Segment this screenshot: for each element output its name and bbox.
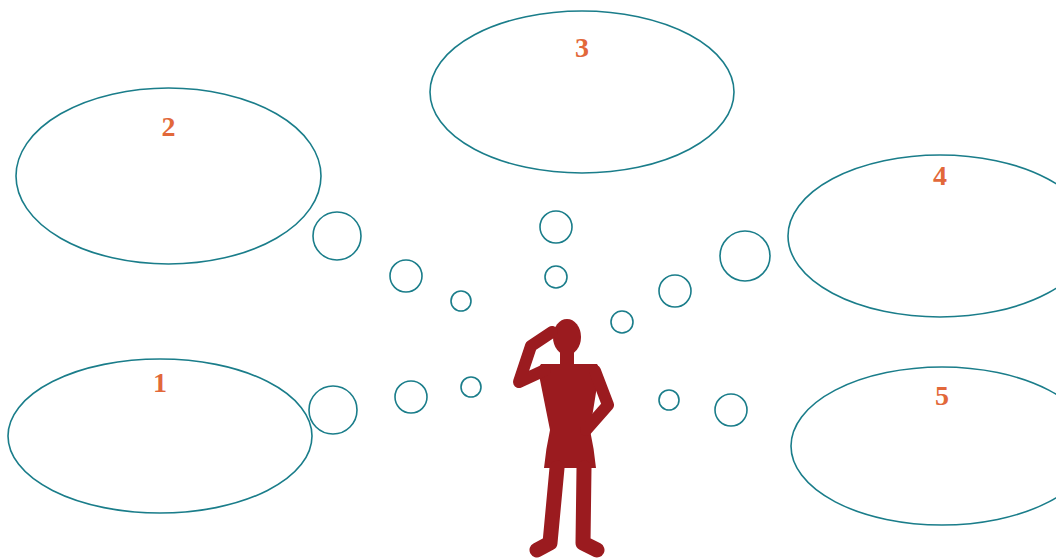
trail-circle: [451, 291, 471, 311]
trail-circle: [545, 266, 567, 288]
bubble-outline: [787, 154, 1056, 318]
bubble-ellipse: [430, 11, 734, 173]
bubble-outline: [790, 366, 1056, 526]
person-hip-arm: [586, 371, 608, 430]
bubble-ellipse: [8, 359, 312, 513]
trail-circle: [461, 377, 481, 397]
trail-circle: [659, 275, 691, 307]
trail-circle: [309, 386, 357, 434]
thought-bubble: 3: [429, 10, 735, 174]
person-head: [553, 319, 581, 355]
person-right-leg: [583, 468, 597, 550]
callout-number: 3: [429, 34, 735, 62]
trail-circle: [390, 260, 422, 292]
bubble-ellipse: [791, 367, 1056, 525]
trail-circle: [395, 381, 427, 413]
person-raised-arm: [519, 332, 552, 382]
trail-circle: [720, 231, 770, 281]
thought-trail-circles: [309, 211, 770, 434]
callout-number: 2: [15, 113, 322, 141]
person-torso: [539, 364, 600, 468]
person-left-leg: [537, 468, 557, 550]
trail-circle: [715, 394, 747, 426]
thought-bubble: 5: [790, 366, 1056, 526]
trail-circle: [659, 390, 679, 410]
bubble-ellipse: [788, 155, 1056, 317]
thinking-person: [519, 319, 608, 550]
thought-bubble: 1: [7, 358, 313, 514]
trail-circle: [611, 311, 633, 333]
trail-circle: [540, 211, 572, 243]
callout-number: 4: [787, 162, 1056, 190]
callout-number: 5: [790, 382, 1056, 410]
bubble-ellipse: [16, 88, 321, 264]
thought-bubble: 2: [15, 87, 322, 265]
trail-circle: [313, 212, 361, 260]
thought-bubble: 4: [787, 154, 1056, 318]
callout-number: 1: [7, 369, 313, 397]
person-neck: [560, 350, 574, 364]
